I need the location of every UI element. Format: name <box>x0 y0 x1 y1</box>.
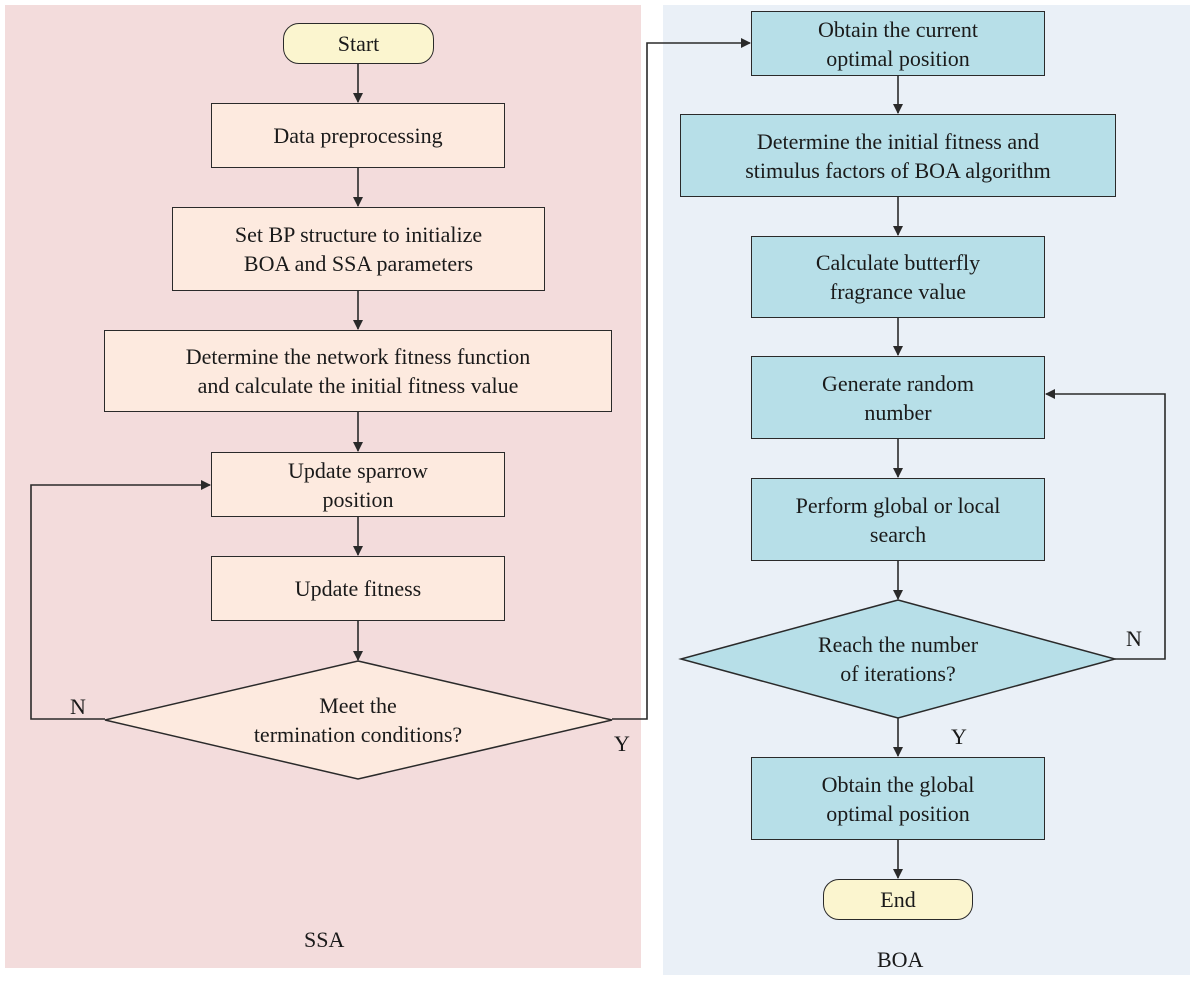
obtain-global-optimal-step: Obtain the global optimal position <box>751 757 1045 840</box>
data-preprocessing-step: Data preprocessing <box>211 103 505 168</box>
determine-initial-fitness-boa-step: Determine the initial fitness and stimul… <box>680 114 1116 197</box>
arrow-termination-yes-to-boa <box>612 38 751 720</box>
set-bp-structure-step: Set BP structure to initialize BOA and S… <box>172 207 545 291</box>
global-local-search-step: Perform global or local search <box>751 478 1045 561</box>
termination-decision-diamond <box>104 660 613 780</box>
start-node: Start <box>283 23 434 64</box>
ssa-region-label: SSA <box>304 927 345 952</box>
iterations-yes-label: Y <box>951 724 967 749</box>
termination-no-label: N <box>70 694 86 719</box>
iterations-decision-label: Reach the number of iterations? <box>817 632 979 686</box>
obtain-current-optimal-step: Obtain the current optimal position <box>751 11 1045 76</box>
update-sparrow-position-step: Update sparrow position <box>211 452 505 517</box>
calculate-fragrance-step: Calculate butterfly fragrance value <box>751 236 1045 318</box>
update-fitness-step: Update fitness <box>211 556 505 621</box>
generate-random-number-step: Generate random number <box>751 356 1045 439</box>
termination-decision-label: Meet the termination conditions? <box>253 693 463 747</box>
determine-fitness-function-step: Determine the network fitness function a… <box>104 330 612 412</box>
termination-yes-label: Y <box>614 731 630 756</box>
end-node: End <box>823 879 973 920</box>
iterations-no-label: N <box>1126 626 1142 651</box>
arrow-iterations-no-loop <box>1045 389 1166 660</box>
arrow-termination-no-loop <box>30 480 211 720</box>
boa-region-label: BOA <box>877 947 924 972</box>
